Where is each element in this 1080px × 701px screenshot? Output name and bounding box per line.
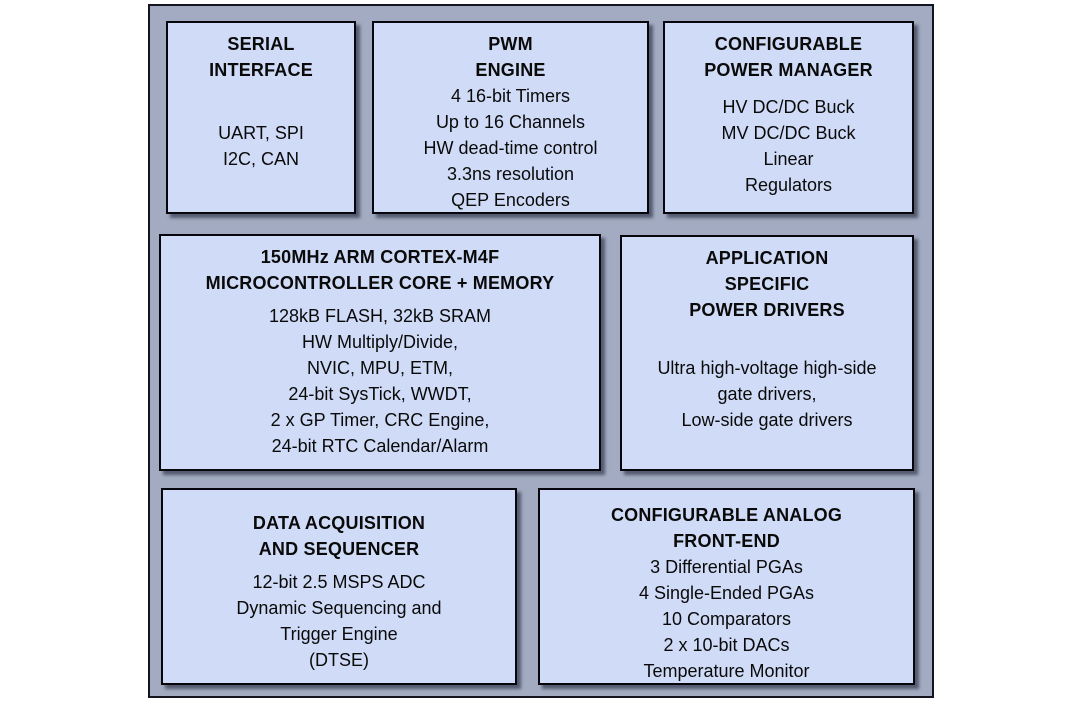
block-title: SERIAL INTERFACE [209, 34, 313, 80]
block-body: UART, SPI I2C, CAN [218, 122, 304, 169]
block-title: DATA ACQUISITION AND SEQUENCER [252, 513, 426, 559]
block-configurable-analog-front-end: CONFIGURABLE ANALOG FRONT-END 3 Differen… [538, 488, 915, 685]
block-pwm-engine: PWM ENGINE 4 16-bit Timers Up to 16 Chan… [372, 21, 649, 214]
block-title: APPLICATION SPECIFIC POWER DRIVERS [689, 248, 845, 320]
block-configurable-power-manager: CONFIGURABLE POWER MANAGER HV DC/DC Buck… [663, 21, 914, 214]
block-body: 4 16-bit Timers Up to 16 Channels HW dea… [423, 86, 598, 210]
block-data-acquisition-and-sequencer: DATA ACQUISITION AND SEQUENCER 12-bit 2.… [161, 488, 517, 685]
block-title: PWM ENGINE [475, 34, 546, 80]
block-title: 150MHz ARM CORTEX-M4F MICROCONTROLLER CO… [205, 247, 555, 293]
block-title: CONFIGURABLE ANALOG FRONT-END [610, 505, 843, 551]
block-serial-interface: SERIAL INTERFACE UART, SPI I2C, CAN [166, 21, 356, 214]
block-body: 3 Differential PGAs 4 Single-Ended PGAs … [638, 557, 815, 681]
block-body: 128kB FLASH, 32kB SRAM HW Multiply/Divid… [268, 305, 492, 456]
block-application-specific-power-drivers: APPLICATION SPECIFIC POWER DRIVERS Ultra… [620, 235, 914, 471]
block-title: CONFIGURABLE POWER MANAGER [704, 34, 873, 80]
block-microcontroller-core-memory: 150MHz ARM CORTEX-M4F MICROCONTROLLER CO… [159, 234, 601, 471]
diagram-container: SERIAL INTERFACE UART, SPI I2C, CAN PWM … [148, 4, 934, 698]
block-body: 12-bit 2.5 MSPS ADC Dynamic Sequencing a… [236, 571, 442, 670]
block-body: HV DC/DC Buck MV DC/DC Buck Linear Regul… [721, 96, 856, 195]
block-body: Ultra high-voltage high-side gate driver… [657, 358, 877, 430]
